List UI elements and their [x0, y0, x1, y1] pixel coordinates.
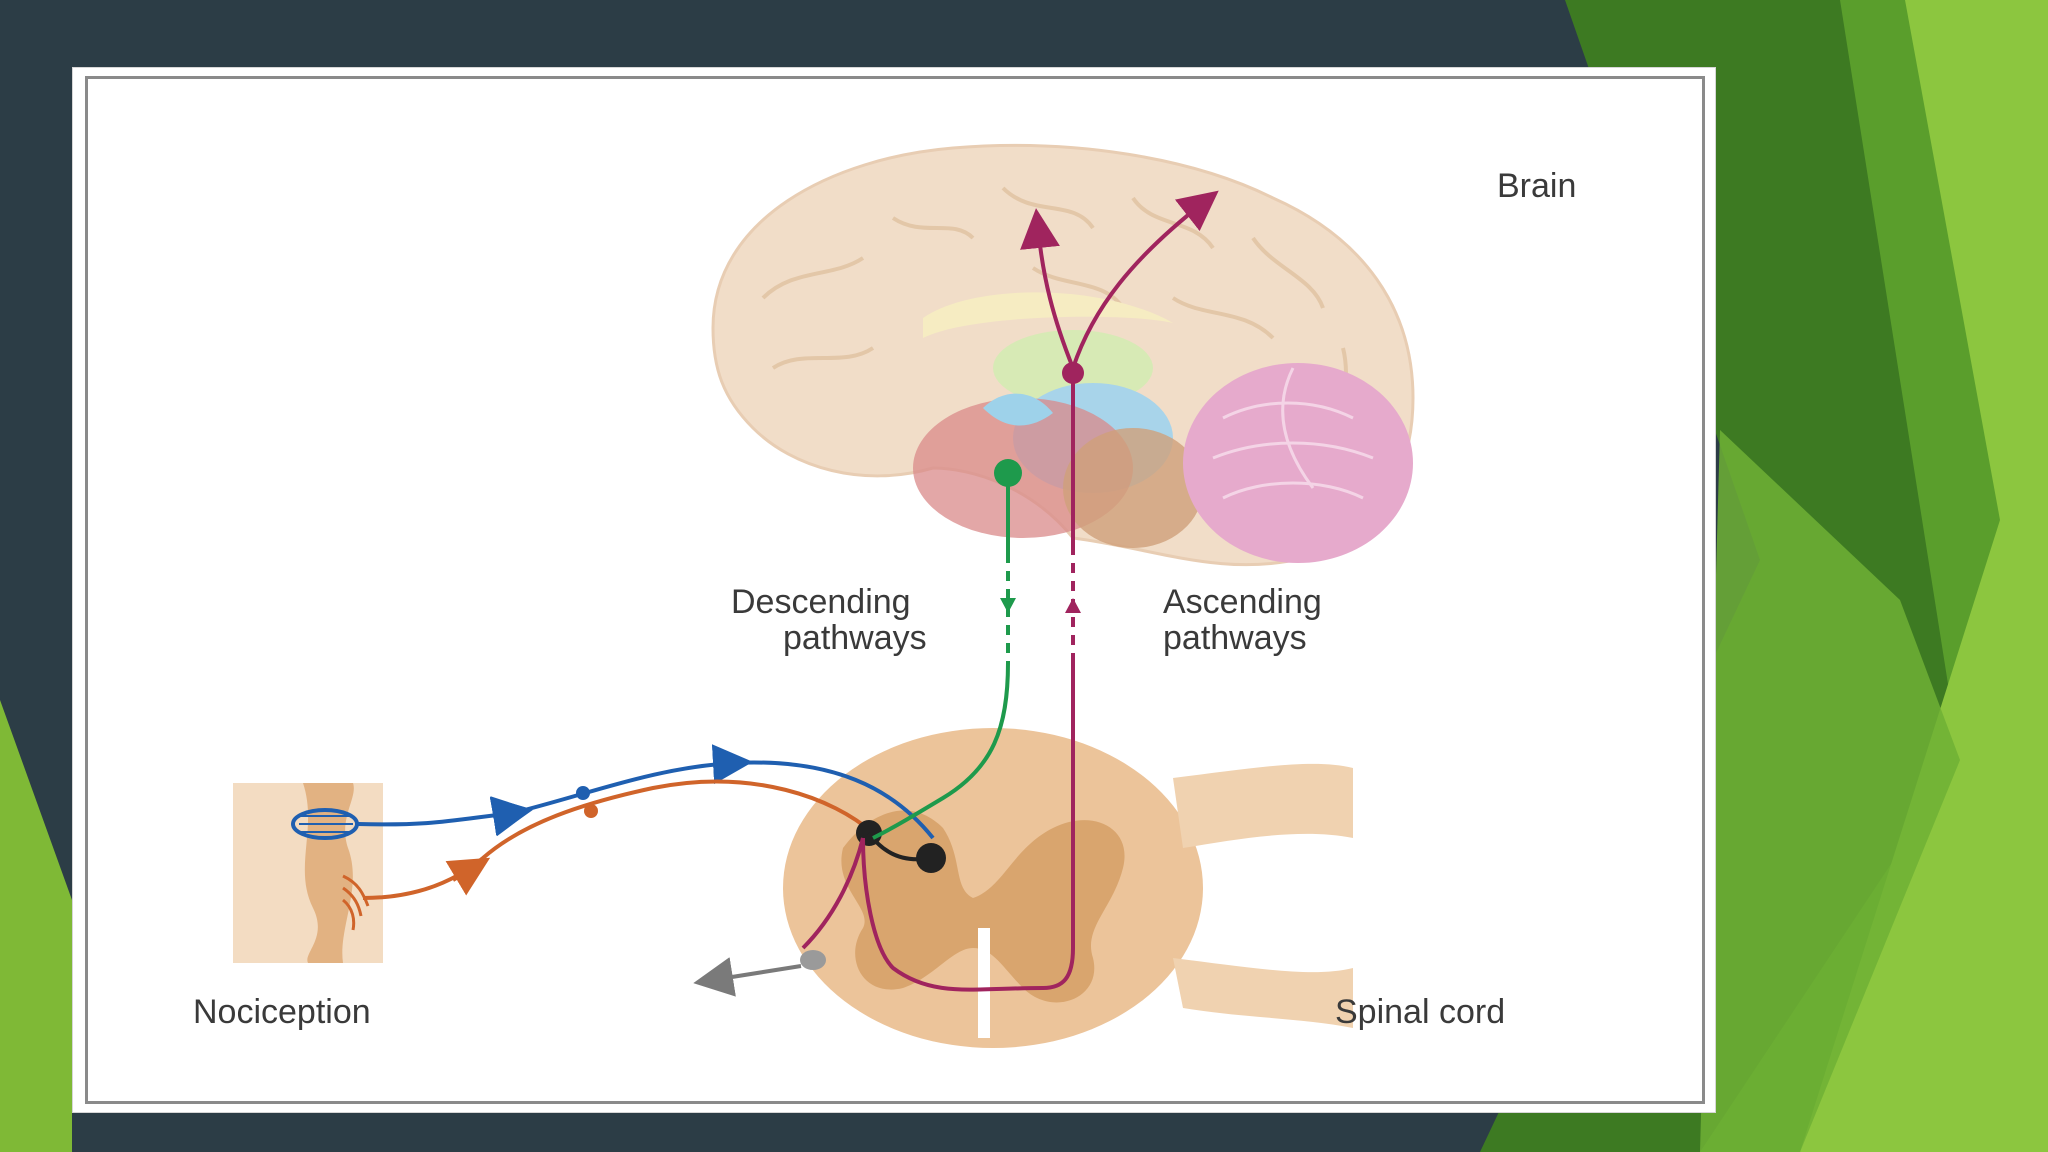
free-nerve-ending	[342, 874, 370, 931]
central-canal	[978, 928, 990, 1038]
figure-panel: Brain Descending pathways Ascending path…	[72, 67, 1716, 1113]
label-brain: Brain	[1497, 167, 1577, 205]
label-spinal-cord: Spinal cord	[1335, 993, 1506, 1031]
spinal-nerve-root-lower	[1173, 958, 1353, 1028]
label-nociception: Nociception	[193, 993, 371, 1031]
thalamic-relay	[1062, 362, 1084, 384]
afferent-blue-fiber	[357, 744, 935, 840]
afferent-blue-arrow	[490, 796, 533, 836]
label-ascending-line1: Ascending	[1163, 583, 1322, 621]
pain-pathway-diagram	[233, 143, 1415, 1048]
motor-neuron	[800, 950, 826, 970]
brainstem	[1063, 428, 1203, 548]
hypothalamus	[983, 393, 1053, 426]
corpus-callosum	[923, 292, 1173, 338]
efferent-output	[693, 957, 802, 997]
afferent-orange-arrow	[445, 857, 491, 896]
descending-arrowhead	[1000, 598, 1016, 613]
spinal-nerve-root	[1173, 763, 1353, 848]
descending-source	[994, 459, 1022, 487]
ascending-branch-left	[1020, 208, 1075, 369]
afferent-blue-soma	[576, 786, 590, 800]
green-facet-light	[1800, 0, 2048, 1152]
green-facet-left	[0, 700, 72, 1152]
cerebellum-folia	[1212, 367, 1374, 500]
ascending-arrowhead	[1065, 598, 1081, 613]
mechanoreceptor	[291, 808, 359, 840]
descending-pathway-lower	[872, 662, 1010, 840]
label-descending-line2: pathways	[783, 619, 927, 657]
skin-tissue	[233, 783, 383, 963]
label-ascending-line2: pathways	[1163, 619, 1307, 657]
motor-efferent	[801, 837, 865, 950]
brain-illustration	[711, 143, 1415, 567]
afferent-orange-soma	[584, 804, 598, 818]
green-facet-accent	[1700, 430, 1960, 1152]
label-descending-line1: Descending	[731, 583, 911, 621]
ascending-branch-right	[1071, 190, 1219, 369]
afferent-orange-fiber	[362, 779, 875, 900]
ascending-pathway-local	[861, 837, 1075, 992]
spinal-cord-illustration	[783, 728, 1353, 1048]
figure-frame	[85, 76, 1705, 1104]
